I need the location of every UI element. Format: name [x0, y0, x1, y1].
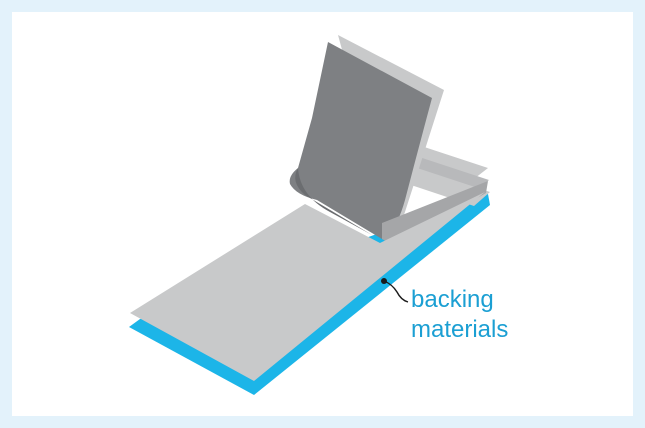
upright-sheet	[289, 42, 432, 239]
flat-front-sheet	[130, 192, 485, 381]
backing-materials-label: backing materials	[411, 285, 508, 345]
callout-line-1: backing	[411, 286, 494, 313]
callout-leader-line	[383, 280, 409, 303]
callout-line-2: materials	[411, 316, 509, 343]
